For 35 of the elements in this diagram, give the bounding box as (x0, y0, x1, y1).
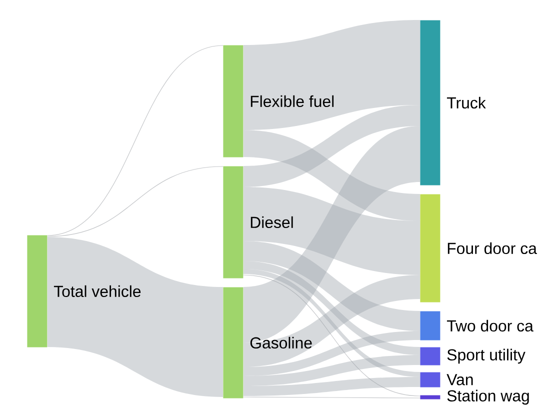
flow-band (243, 331, 420, 376)
node-label: Gasoline (250, 336, 312, 349)
flow-band (243, 126, 420, 343)
node-bar (27, 235, 48, 348)
node-label: Station wag (447, 390, 529, 405)
flow-band (243, 261, 420, 355)
node-bar (420, 311, 440, 340)
node-bar (420, 372, 440, 388)
node-bar (223, 45, 244, 158)
flow-line (47, 45, 224, 236)
flow-band (243, 187, 420, 275)
node-label: Sport utility (447, 348, 526, 364)
flow-line (47, 166, 224, 237)
node-bar (223, 287, 244, 398)
node-bar (420, 20, 440, 186)
flow-line (243, 274, 420, 396)
flow-band (243, 377, 420, 396)
node-label: Flexible fuel (250, 95, 334, 108)
flow-band (243, 20, 420, 130)
flow-band (243, 355, 420, 386)
flow-band (243, 105, 420, 187)
flow-band (243, 130, 420, 221)
node-label: Van (446, 374, 473, 386)
node-bar (420, 347, 440, 366)
flow-line (243, 396, 420, 398)
node-label: Total vehicle (54, 285, 141, 298)
node-label: Diesel (250, 216, 293, 228)
node-label: Four door ca (448, 242, 537, 254)
flow-band (47, 237, 223, 397)
node-label: Two door ca (446, 320, 534, 332)
node-label: Truck (446, 96, 486, 109)
flow-band (243, 241, 420, 331)
node-bar (420, 194, 440, 302)
node-bar (223, 166, 244, 278)
node-bar (420, 395, 440, 400)
